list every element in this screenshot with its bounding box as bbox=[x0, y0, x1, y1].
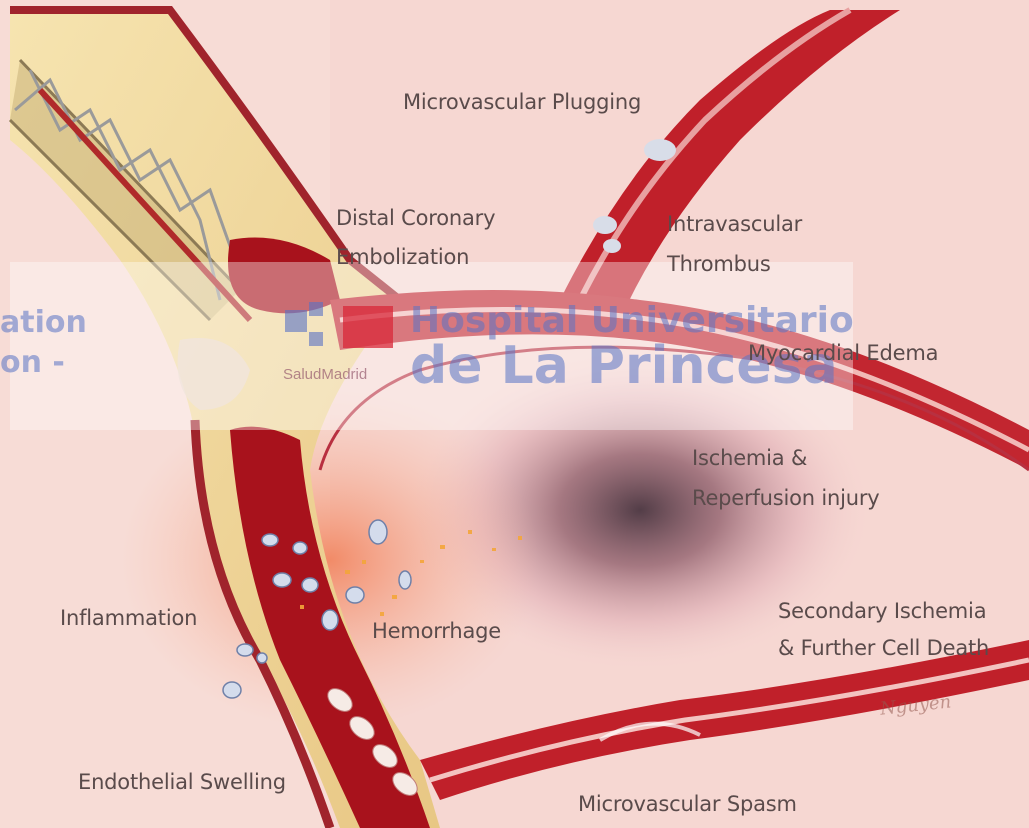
label-ischemia-2: Reperfusion injury bbox=[692, 484, 880, 512]
label-inflammation: Inflammation bbox=[60, 604, 197, 632]
label-hemorrhage: Hemorrhage bbox=[372, 617, 501, 645]
label-microvascular-plugging: Microvascular Plugging bbox=[403, 88, 641, 116]
label-endothelial-swelling: Endothelial Swelling bbox=[78, 768, 286, 796]
label-intravascular-1: Intravascular bbox=[667, 210, 802, 238]
label-ischemia-1: Ischemia & bbox=[692, 444, 807, 472]
watermark-line1: Hospital Universitario bbox=[410, 300, 854, 341]
label-intravascular-2: Thrombus bbox=[667, 250, 771, 278]
watermark-brand: SaludMadrid bbox=[283, 366, 367, 383]
label-distal-coronary-1: Distal Coronary bbox=[336, 204, 495, 232]
label-microvascular-spasm: Microvascular Spasm bbox=[578, 790, 797, 818]
watermark-cut-1: ation bbox=[0, 305, 87, 340]
label-secondary-ischemia-1: Secondary Ischemia bbox=[778, 597, 986, 625]
hospital-logo bbox=[285, 302, 395, 362]
watermark-cut-2: on - bbox=[0, 345, 65, 380]
label-myocardial-edema: Myocardial Edema bbox=[748, 339, 938, 367]
label-secondary-ischemia-2: & Further Cell Death bbox=[778, 634, 989, 662]
label-distal-coronary-2: Embolization bbox=[336, 243, 469, 271]
